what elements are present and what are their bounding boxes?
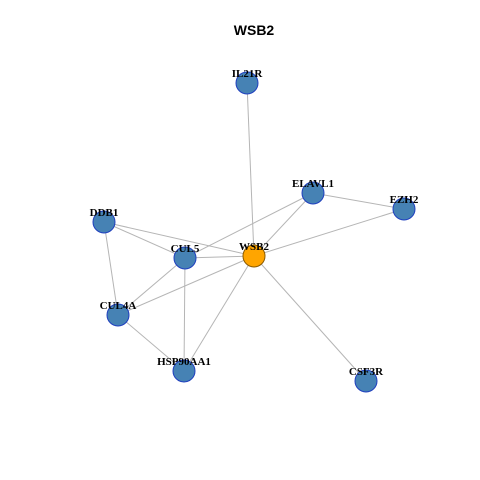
edge-ddb1-cul4a — [103, 221, 119, 316]
node-circle-hsp90aa1 — [172, 359, 196, 383]
node-label-ddb1: DDB1 — [90, 207, 119, 219]
node-circle-csf3r — [354, 369, 378, 393]
node-circle-elavl1 — [301, 181, 325, 205]
node-label-csf3r: CSF3R — [349, 366, 384, 378]
node-csf3r: CSF3R — [349, 366, 384, 393]
node-elavl1: ELAVL1 — [292, 178, 334, 205]
edge-hsp90aa1-wsb2 — [183, 255, 255, 372]
edge-cul5-wsb2 — [184, 255, 255, 259]
edge-elavl1-cul5 — [184, 192, 314, 259]
graph-title: WSB2 — [234, 22, 275, 38]
node-hsp90aa1: HSP90AA1 — [157, 356, 211, 383]
node-circle-cul4a — [106, 303, 130, 327]
edge-cul4a-hsp90aa1 — [117, 314, 185, 372]
node-label-cul4a: CUL4A — [100, 300, 137, 312]
edge-cul4a-wsb2 — [117, 255, 255, 316]
node-label-il21r: IL21R — [232, 68, 264, 80]
node-cul4a: CUL4A — [100, 300, 137, 327]
node-label-elavl1: ELAVL1 — [292, 178, 334, 190]
edge-cul5-cul4a — [117, 257, 186, 316]
node-label-wsb2: WSB2 — [239, 241, 269, 253]
edge-ezh2-wsb2 — [253, 208, 405, 257]
edge-cul5-hsp90aa1 — [183, 257, 186, 372]
node-label-hsp90aa1: HSP90AA1 — [157, 356, 211, 368]
edge-csf3r-wsb2 — [253, 255, 367, 382]
node-circle-ddb1 — [92, 210, 116, 234]
node-cul5: CUL5 — [171, 243, 200, 270]
edge-elavl1-ezh2 — [312, 192, 405, 210]
edge-layer — [103, 82, 405, 382]
node-il21r: IL21R — [232, 68, 264, 95]
node-circle-wsb2 — [242, 244, 266, 268]
node-label-cul5: CUL5 — [171, 243, 200, 255]
edge-il21r-wsb2 — [246, 82, 255, 257]
node-label-ezh2: EZH2 — [390, 194, 419, 206]
node-circle-ezh2 — [392, 197, 416, 221]
node-wsb2: WSB2 — [239, 241, 269, 268]
node-ddb1: DDB1 — [90, 207, 119, 234]
edge-ddb1-wsb2 — [103, 221, 255, 257]
edge-ddb1-cul5 — [103, 221, 186, 259]
node-ezh2: EZH2 — [390, 194, 419, 221]
node-circle-cul5 — [173, 246, 197, 270]
edge-elavl1-wsb2 — [253, 192, 314, 257]
node-circle-il21r — [235, 71, 259, 95]
